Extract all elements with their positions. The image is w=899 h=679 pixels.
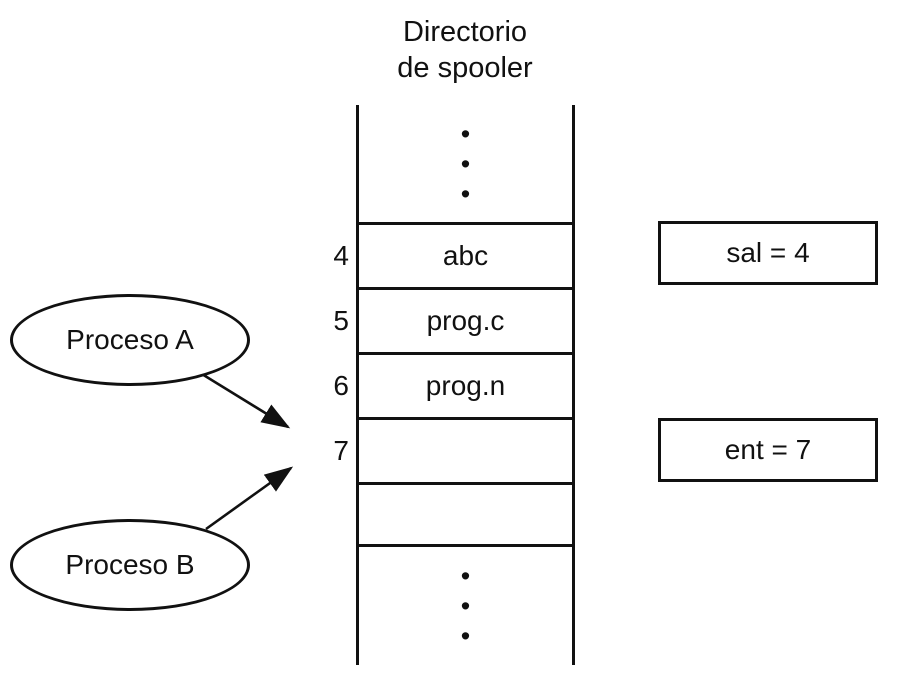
spooler-row-7-index: 7 <box>333 435 349 466</box>
spooler-row-7: 7 <box>333 417 572 482</box>
spooler-row-5-index: 5 <box>333 305 349 336</box>
title-line-2: de spooler <box>397 52 533 84</box>
spooler-row-5: 5 prog.c <box>333 287 572 352</box>
spooler-row-5-value: prog.c <box>426 305 505 336</box>
arrow-process-b-to-slot-7 <box>205 466 294 531</box>
ellipsis-bottom: • • • <box>460 560 471 651</box>
title-line-1: Directorio <box>402 16 528 48</box>
spooler-directory-column: • • • 4 abc 5 prog.c 6 prog.n 7 • • • <box>333 105 575 665</box>
ent-variable-box: ent = 7 <box>658 418 878 482</box>
ellipsis-top: • • • <box>460 118 471 209</box>
sal-variable-label: sal = 4 <box>726 237 810 268</box>
process-a-label: Proceso A <box>66 324 194 355</box>
spooler-row-6-value: prog.n <box>425 370 506 401</box>
spooler-row-4: 4 abc <box>333 222 572 287</box>
spooler-row-6-index: 6 <box>333 370 349 401</box>
spooler-row-4-index: 4 <box>333 240 349 271</box>
sal-variable-box: sal = 4 <box>658 221 878 285</box>
diagram-title: Directorio de spooler <box>330 14 600 86</box>
spooler-row-4-value: abc <box>442 240 489 271</box>
ent-variable-label: ent = 7 <box>724 434 812 465</box>
process-a-node: Proceso A <box>10 294 250 386</box>
process-b-node: Proceso B <box>10 519 250 611</box>
arrow-process-a-to-slot-7 <box>196 369 291 429</box>
spooler-row-6: 6 prog.n <box>333 352 572 417</box>
spooler-row-empty <box>359 482 572 547</box>
process-b-label: Proceso B <box>65 549 195 580</box>
